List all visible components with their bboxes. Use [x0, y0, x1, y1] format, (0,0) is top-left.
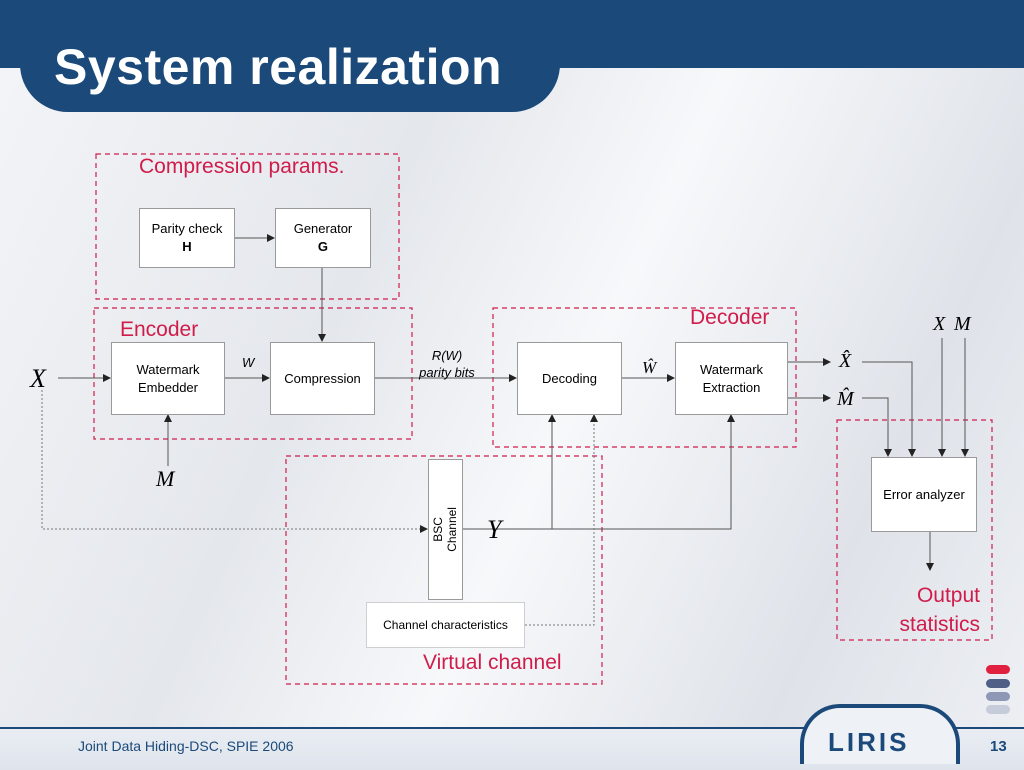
label-encoder: Encoder	[120, 318, 199, 341]
signal-y: Y	[487, 515, 502, 544]
dotted-channelchar-decoding	[525, 414, 598, 626]
deco-bar-2	[986, 679, 1010, 688]
compression-block: Compression	[270, 342, 375, 415]
arrow-y-extraction	[552, 414, 735, 530]
signal-w-hat: Ŵ	[642, 358, 657, 377]
deco-bar-3	[986, 692, 1010, 701]
frame-virtual-channel	[285, 455, 603, 685]
deco-bar-4	[986, 705, 1010, 714]
signal-m-input: M	[156, 466, 175, 491]
signal-w: W	[242, 355, 255, 370]
signal-x-hat: X̂	[839, 350, 852, 372]
arrow-mhat-analyzer	[862, 397, 892, 457]
logo-tab	[800, 704, 960, 764]
signal-x-ref: X	[933, 313, 946, 335]
signal-rw: R(W)parity bits	[419, 348, 475, 380]
label-output-statistics: Output statistics	[899, 584, 980, 637]
error-analyzer-block: Error analyzer	[871, 457, 977, 532]
frame-output-statistics	[836, 419, 993, 641]
liris-logo: LIRIS	[828, 727, 910, 757]
signal-x-input: X	[30, 364, 46, 393]
label-decoder: Decoder	[690, 306, 770, 329]
label-compression-params: Compression params.	[139, 155, 345, 178]
page-number: 13	[990, 738, 1007, 755]
slide-title: System realization	[54, 39, 503, 95]
title-tab	[20, 0, 560, 112]
frame-compression-params	[95, 153, 400, 300]
deco-bar-1	[986, 665, 1010, 674]
signal-m-hat: M̂	[837, 388, 854, 410]
channel-characteristics-block: Channel characteristics	[366, 602, 525, 648]
decoding-block: Decoding	[517, 342, 622, 415]
label-virtual-channel: Virtual channel	[423, 651, 562, 674]
arrow-y-decoding	[463, 414, 556, 530]
arrow-xhat-analyzer	[862, 361, 916, 457]
footer-text: Joint Data Hiding-DSC, SPIE 2006	[78, 738, 294, 754]
signal-m-ref: M	[954, 313, 971, 335]
frame-encoder	[93, 307, 413, 440]
